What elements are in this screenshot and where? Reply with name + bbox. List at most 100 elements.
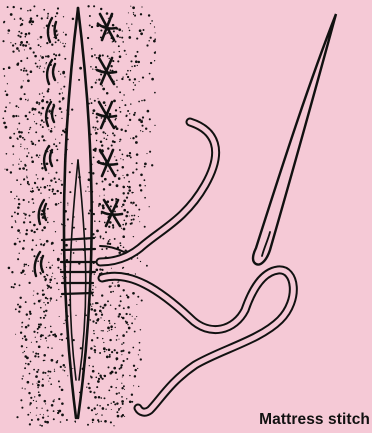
stipple-dot — [28, 318, 30, 320]
stipple-dot — [100, 237, 102, 239]
stipple-dot — [91, 339, 93, 341]
stipple-dot — [30, 127, 32, 129]
stipple-dot — [23, 179, 25, 181]
stipple-dot — [109, 58, 110, 59]
stipple-dot — [110, 205, 112, 207]
stipple-dot — [101, 269, 103, 271]
stipple-dot — [122, 76, 123, 77]
stipple-dot — [144, 226, 146, 228]
stipple-dot — [67, 204, 68, 205]
stipple-dot — [88, 387, 91, 390]
stipple-dot — [113, 141, 115, 143]
stipple-dot — [16, 47, 19, 50]
stipple-dot — [99, 352, 101, 354]
stipple-dot — [39, 272, 41, 274]
stipple-dot — [102, 85, 103, 86]
stipple-dot — [108, 366, 110, 368]
stipple-dot — [89, 24, 91, 26]
stipple-dot — [41, 119, 43, 121]
stipple-dot — [75, 315, 76, 316]
stipple-dot — [131, 394, 133, 396]
stipple-dot — [100, 235, 102, 237]
stipple-dot — [32, 383, 33, 384]
stipple-dot — [117, 60, 119, 62]
stipple-dot — [117, 34, 118, 35]
stipple-dot — [33, 51, 35, 53]
stipple-dot — [44, 360, 45, 361]
stipple-dot — [110, 304, 111, 305]
stipple-dot — [121, 415, 123, 417]
stipple-dot — [118, 339, 119, 340]
stipple-dot — [107, 56, 108, 57]
stipple-dot — [41, 36, 43, 38]
stipple-dot — [47, 416, 48, 417]
stipple-dot — [131, 401, 133, 403]
stipple-dot — [90, 98, 91, 99]
stipple-dot — [113, 425, 114, 426]
stipple-dot — [114, 238, 116, 240]
stipple-dot — [88, 383, 90, 385]
stipple-dot — [19, 159, 20, 160]
stipple-dot — [110, 285, 112, 287]
stipple-dot — [6, 169, 8, 171]
stipple-dot — [24, 93, 26, 95]
stipple-dot — [33, 202, 34, 203]
stipple-dot — [24, 351, 25, 352]
stipple-dot — [42, 378, 44, 380]
stipple-dot — [17, 238, 18, 239]
stipple-dot — [97, 318, 99, 320]
stipple-dot — [115, 327, 116, 328]
stipple-dot — [123, 342, 125, 344]
stipple-dot — [24, 213, 26, 215]
stipple-dot — [91, 48, 93, 50]
stipple-dot — [107, 331, 108, 332]
stipple-dot — [61, 339, 63, 341]
stipple-dot — [51, 276, 52, 277]
stipple-dot — [148, 14, 150, 16]
stipple-dot — [24, 388, 25, 389]
stipple-dot — [115, 159, 117, 161]
stipple-dot — [25, 233, 28, 236]
stipple-dot — [59, 142, 61, 144]
stipple-dot — [154, 26, 155, 27]
stipple-dot — [19, 168, 20, 169]
stipple-dot — [38, 300, 41, 303]
left-loop — [47, 60, 55, 84]
stipple-dot — [38, 345, 41, 348]
stipple-dot — [62, 389, 63, 390]
stipple-dot — [126, 398, 127, 399]
stipple-dot — [140, 261, 141, 262]
stipple-dot — [20, 332, 22, 334]
stipple-dot — [117, 415, 120, 418]
stipple-dot — [106, 92, 109, 95]
stipple-dot — [78, 79, 80, 81]
stipple-dot — [127, 306, 130, 309]
stipple-dot — [34, 182, 36, 184]
stipple-dot — [133, 236, 134, 237]
stipple-dot — [31, 230, 33, 232]
stipple-dot — [132, 292, 135, 295]
stipple-dot — [51, 242, 54, 245]
stipple-dot — [43, 139, 45, 141]
stipple-dot — [26, 57, 28, 59]
stipple-dot — [128, 27, 129, 28]
stipple-dot — [140, 32, 143, 35]
stipple-dot — [119, 55, 122, 58]
stipple-dot — [71, 163, 72, 164]
stipple-dot — [133, 89, 135, 91]
stipple-dot — [59, 93, 61, 95]
stipple-dot — [58, 289, 59, 290]
stipple-dot — [150, 37, 152, 39]
stipple-dot — [117, 282, 118, 283]
stipple-dot — [35, 131, 37, 133]
stipple-dot — [26, 176, 27, 177]
stipple-dot — [92, 126, 94, 128]
stipple-dot — [119, 91, 121, 93]
stipple-dot — [123, 385, 125, 387]
stipple-dot — [108, 390, 110, 392]
stipple-dot — [60, 269, 62, 271]
stipple-dot — [12, 44, 14, 46]
stipple-dot — [145, 128, 147, 130]
stipple-dot — [112, 60, 114, 62]
stipple-dot — [130, 6, 131, 7]
